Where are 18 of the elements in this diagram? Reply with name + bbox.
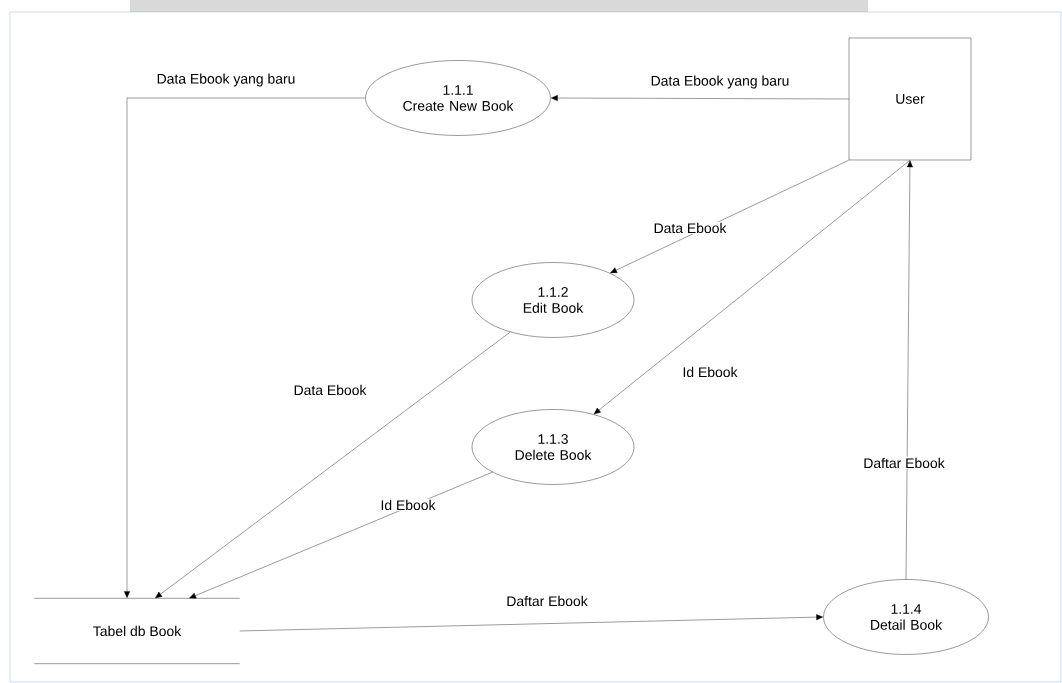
arrow	[239, 614, 823, 632]
edge-label: Data Ebook	[292, 383, 368, 397]
arrow	[189, 471, 493, 599]
edge-label: Data Ebook	[652, 221, 728, 235]
edge-label: Data Ebook yang baru	[155, 72, 297, 88]
edge-label: Daftar Ebook	[505, 594, 589, 608]
arrow	[593, 160, 911, 415]
arrow	[905, 160, 913, 580]
external-entity-box: User	[848, 37, 972, 161]
arrow	[155, 331, 511, 599]
edge-label: Id Ebook	[379, 498, 437, 512]
arrow	[610, 160, 849, 274]
arrow	[551, 95, 849, 101]
arrow	[124, 97, 366, 598]
edge-label: Daftar Ebook	[862, 456, 946, 470]
edge-label: Id Ebook	[681, 365, 739, 379]
edge-label: Data Ebook yang baru	[649, 74, 791, 90]
data-store: Tabel db Book	[34, 598, 240, 664]
